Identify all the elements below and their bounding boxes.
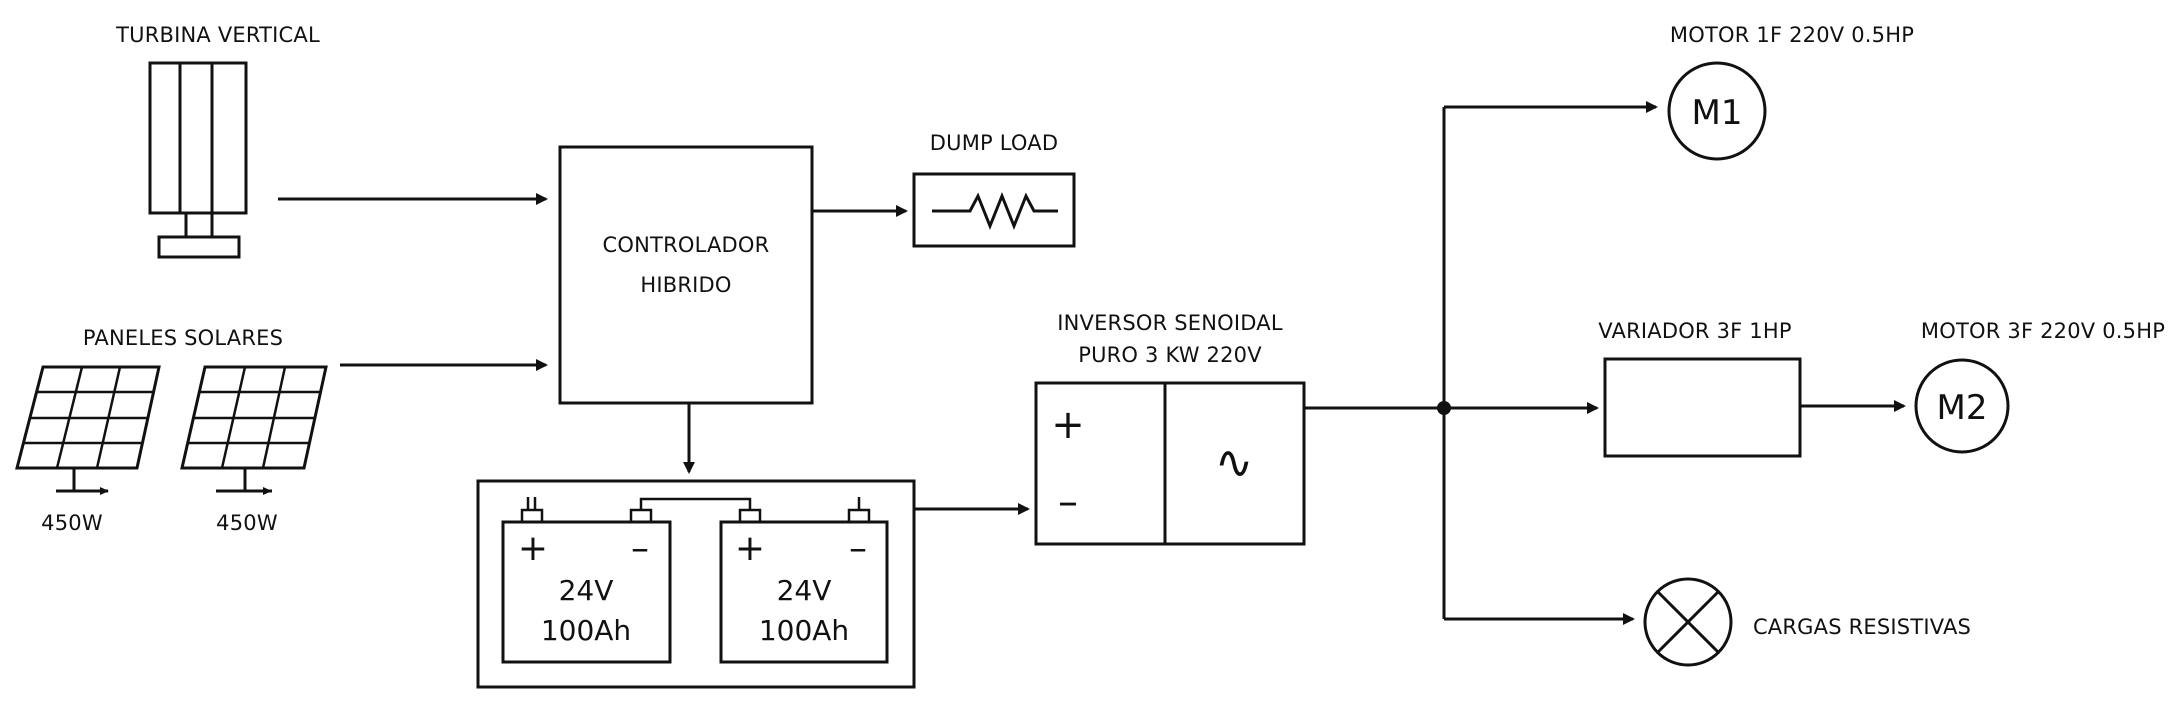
battery-bank: + – 24V 100Ah + – 24V 100Ah	[476, 479, 916, 689]
battery-2: + – 24V 100Ah	[719, 497, 889, 664]
inverter: INVERSOR SENOIDAL PURO 3 KW 220V + – ∿	[1034, 311, 1306, 546]
inverter-label-line2: PURO 3 KW 220V	[1078, 343, 1262, 367]
dump-load: DUMP LOAD	[912, 131, 1076, 248]
variator-label: VARIADOR 3F 1HP	[1598, 319, 1791, 343]
battery-2-minus: –	[849, 528, 867, 569]
panel-2-power: 450W	[216, 511, 278, 535]
turbine-label: TURBINA VERTICAL	[115, 23, 320, 47]
hybrid-controller: CONTROLADOR HIBRIDO	[558, 145, 814, 405]
battery-2-capacity: 100Ah	[759, 614, 849, 647]
battery-enclosure	[476, 479, 916, 689]
battery-1-terminal-negative	[629, 508, 653, 524]
resistive-loads-label: CARGAS RESISTIVAS	[1753, 615, 1971, 639]
battery-1-minus: –	[631, 528, 649, 569]
battery-2-plus: +	[735, 528, 765, 569]
turbine-icon	[148, 61, 248, 259]
variator: VARIADOR 3F 1HP	[1598, 319, 1802, 458]
battery-1-voltage: 24V	[559, 574, 614, 607]
vertical-turbine: TURBINA VERTICAL	[115, 23, 320, 259]
inverter-dc-plus: +	[1051, 402, 1085, 448]
inverter-label-line1: INVERSOR SENOIDAL	[1057, 311, 1283, 335]
battery-series-link	[639, 497, 752, 510]
dump-load-box	[912, 172, 1076, 248]
motor-1: MOTOR 1F 220V 0.5HP M1	[1667, 23, 1914, 161]
battery-1-capacity: 100Ah	[541, 614, 631, 647]
motor-1-symbol: M1	[1692, 93, 1743, 133]
motor-2-title: MOTOR 3F 220V 0.5HP	[1921, 319, 2165, 343]
motor-1-title: MOTOR 1F 220V 0.5HP	[1670, 23, 1914, 47]
solar-panels: PANELES SOLARES 450W 450W	[15, 326, 328, 535]
resistive-loads: CARGAS RESISTIVAS	[1643, 577, 1971, 667]
battery-1-plus: +	[518, 528, 548, 569]
variator-box	[1603, 357, 1802, 458]
battery-1: + – 24V 100Ah	[501, 497, 672, 664]
solar-panel-2-icon	[180, 365, 328, 495]
solar-label: PANELES SOLARES	[83, 326, 283, 350]
inverter-dc-minus: –	[1058, 479, 1078, 525]
connections	[278, 101, 1906, 625]
battery-2-terminal-positive	[738, 508, 762, 524]
controller-box	[558, 145, 814, 405]
inverter-box	[1034, 381, 1306, 546]
lamp-icon	[1643, 577, 1733, 667]
motor-1-circle	[1667, 61, 1767, 161]
dump-load-label: DUMP LOAD	[930, 131, 1058, 155]
solar-panel-1-icon	[15, 365, 161, 495]
controller-label-line1: CONTROLADOR	[603, 233, 770, 257]
resistor-icon	[932, 191, 1058, 231]
panel-1-power: 450W	[41, 511, 103, 535]
battery-2-voltage: 24V	[777, 574, 832, 607]
battery-2-terminal-negative	[847, 508, 871, 524]
inverter-ac-symbol: ∿	[1215, 435, 1254, 489]
motor-2: MOTOR 3F 220V 0.5HP M2	[1914, 319, 2165, 454]
motor-2-symbol: M2	[1937, 388, 1988, 428]
battery-1-terminal-positive	[520, 508, 544, 524]
motor-2-circle	[1914, 358, 2010, 454]
controller-label-line2: HIBRIDO	[640, 273, 731, 297]
